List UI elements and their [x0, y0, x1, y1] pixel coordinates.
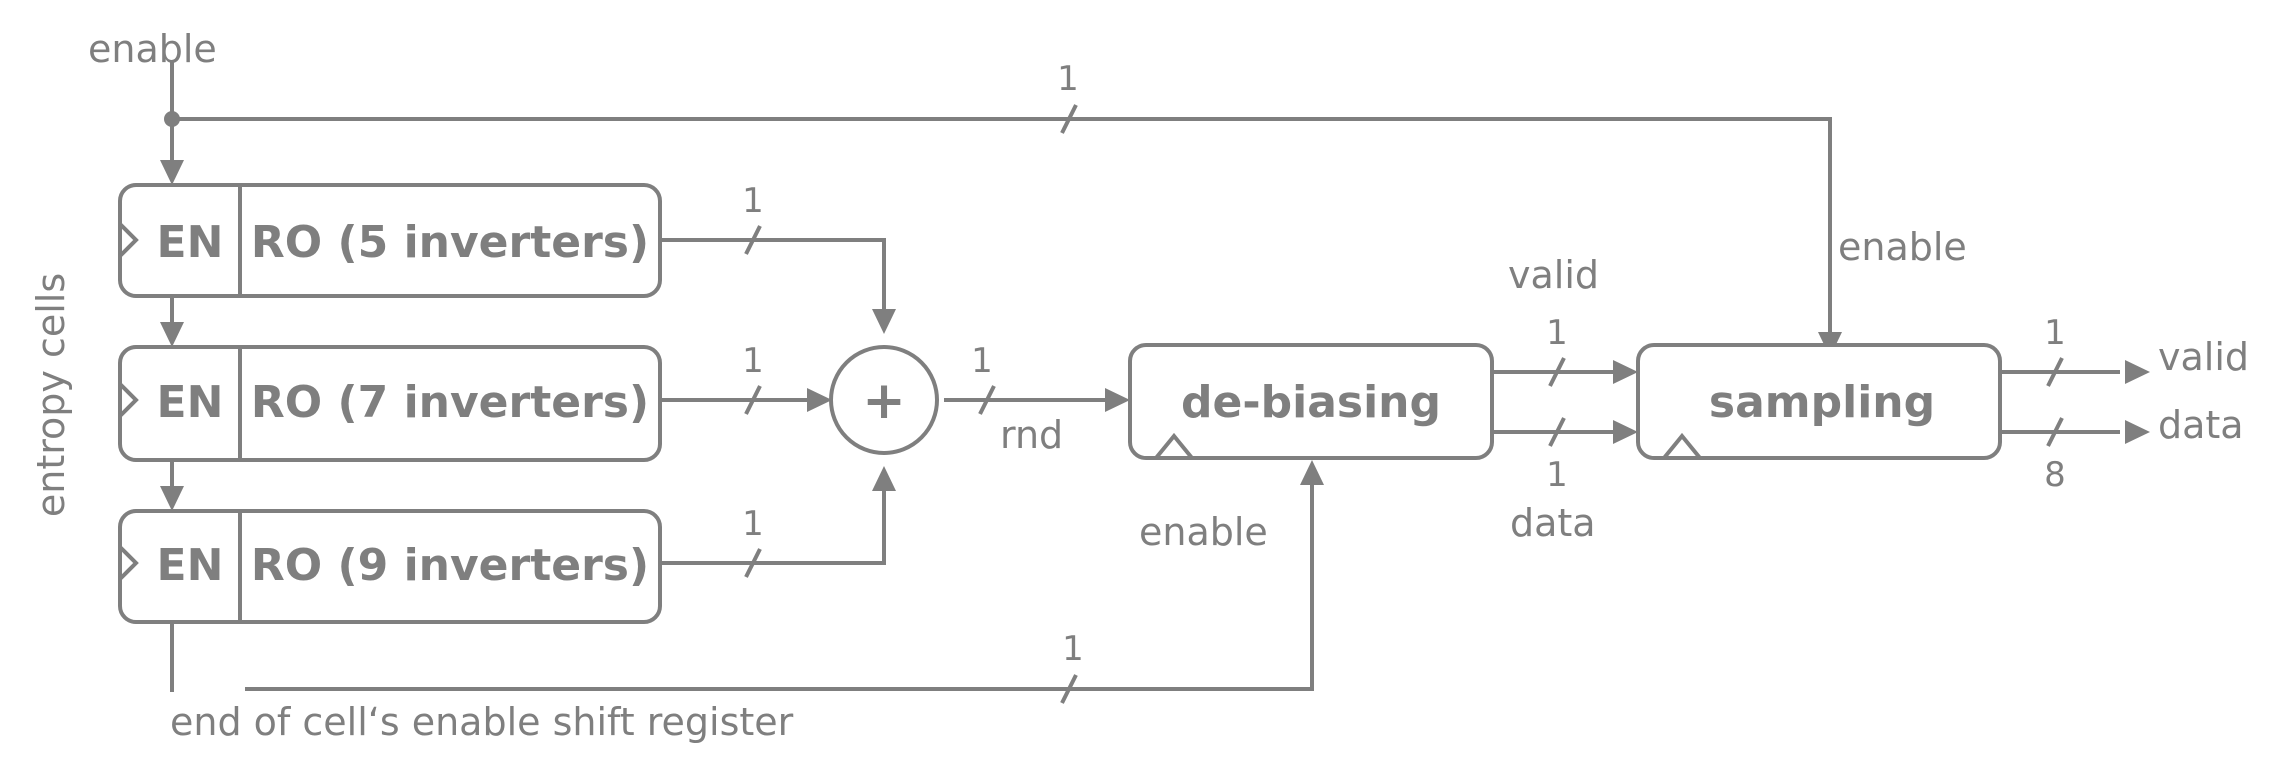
enable-junction-dot: [164, 111, 180, 127]
arrow-ro9-to-xor: [872, 466, 896, 491]
width-data-out: 8: [2044, 455, 2066, 495]
bus-slashes: [744, 104, 2064, 704]
arrow-enable-to-ro5: [160, 160, 184, 185]
xor-gate: +: [829, 345, 939, 455]
slash-valid-out: [2046, 357, 2064, 387]
arrow-ro7-to-xor: [807, 388, 832, 412]
ro9-output-wire: [660, 480, 886, 565]
width-end-register: 1: [1062, 629, 1084, 669]
slash-data-in: [1548, 417, 1566, 447]
entropy-cell-ro9: EN RO (9 inverters): [118, 509, 662, 624]
width-ro9: 1: [742, 504, 764, 544]
width-rnd: 1: [971, 341, 993, 381]
slash-ro5: [744, 225, 762, 255]
debiasing-block: de-biasing: [1128, 343, 1494, 460]
slash-rnd: [978, 385, 996, 415]
en-label: EN: [157, 217, 224, 268]
sampling-label: sampling: [1709, 377, 1935, 428]
cell-box: [118, 509, 662, 624]
width-ro5: 1: [742, 181, 764, 221]
width-enable-line: 1: [1057, 59, 1079, 99]
debiasing-box: [1128, 343, 1494, 460]
clock-triangle-icon: [118, 545, 139, 581]
data-in-label: data: [1510, 501, 1596, 545]
arrow-valid-out: [2125, 360, 2150, 384]
ro-label: RO (9 inverters): [251, 540, 649, 591]
entropy-cells-label: entropy cells: [29, 273, 73, 517]
enable-sampling-label: enable: [1838, 225, 1967, 269]
arrow-enable-to-ro9: [160, 486, 184, 511]
arrow-enable-to-ro7: [160, 322, 184, 347]
sampling-block: sampling: [1636, 343, 2002, 460]
enable-debias-label: enable: [1139, 510, 1268, 554]
slash-data-out: [2046, 417, 2064, 447]
cell-box: [118, 345, 662, 462]
entropy-cell-ro5: EN RO (5 inverters): [118, 183, 662, 298]
xor-symbol: +: [862, 371, 906, 431]
valid-in-label: valid: [1508, 253, 1599, 297]
arrow-data-out: [2125, 420, 2150, 444]
bus-width-labels: 1 1 1 1 1 1 1 1 1 8: [742, 59, 2066, 669]
enable-top-label: enable: [88, 27, 217, 71]
cell-box: [118, 183, 662, 298]
ro5-output-wire: [660, 238, 886, 320]
width-valid-in: 1: [1546, 313, 1568, 353]
sampling-box: [1636, 343, 2002, 460]
xor-circle: [829, 345, 939, 455]
entropy-cell-ro7: EN RO (7 inverters): [118, 345, 662, 462]
clock-triangle-icon: [118, 382, 139, 418]
width-data-in: 1: [1546, 455, 1568, 495]
clock-triangle-icon: [118, 222, 139, 258]
debiasing-label: de-biasing: [1181, 377, 1441, 428]
slash-enable-line: [1060, 104, 1078, 134]
clock-triangle-icon: [1154, 432, 1194, 460]
width-ro7: 1: [742, 341, 764, 381]
arrow-data-to-sampling: [1613, 420, 1638, 444]
arrow-enable-to-debiasing: [1300, 460, 1324, 485]
slash-end-register: [1060, 674, 1078, 704]
slash-ro9: [744, 548, 762, 578]
slash-ro7: [744, 385, 762, 415]
data-out-label: data: [2158, 403, 2244, 447]
width-valid-out: 1: [2044, 313, 2066, 353]
rnd-label: rnd: [1000, 413, 1063, 457]
ro-label: RO (7 inverters): [251, 377, 649, 428]
end-register-wire: [245, 478, 1314, 691]
valid-out-label: valid: [2158, 335, 2249, 379]
arrow-rnd-to-debiasing: [1105, 388, 1130, 412]
slash-valid-in: [1548, 357, 1566, 387]
ro-label: RO (5 inverters): [251, 217, 649, 268]
en-label: EN: [157, 540, 224, 591]
arrow-ro5-to-xor: [872, 309, 896, 334]
clock-triangle-icon: [1662, 432, 1702, 460]
en-label: EN: [157, 377, 224, 428]
arrow-valid-to-sampling: [1613, 360, 1638, 384]
end-register-label: end of cell‘s enable shift register: [170, 700, 794, 744]
